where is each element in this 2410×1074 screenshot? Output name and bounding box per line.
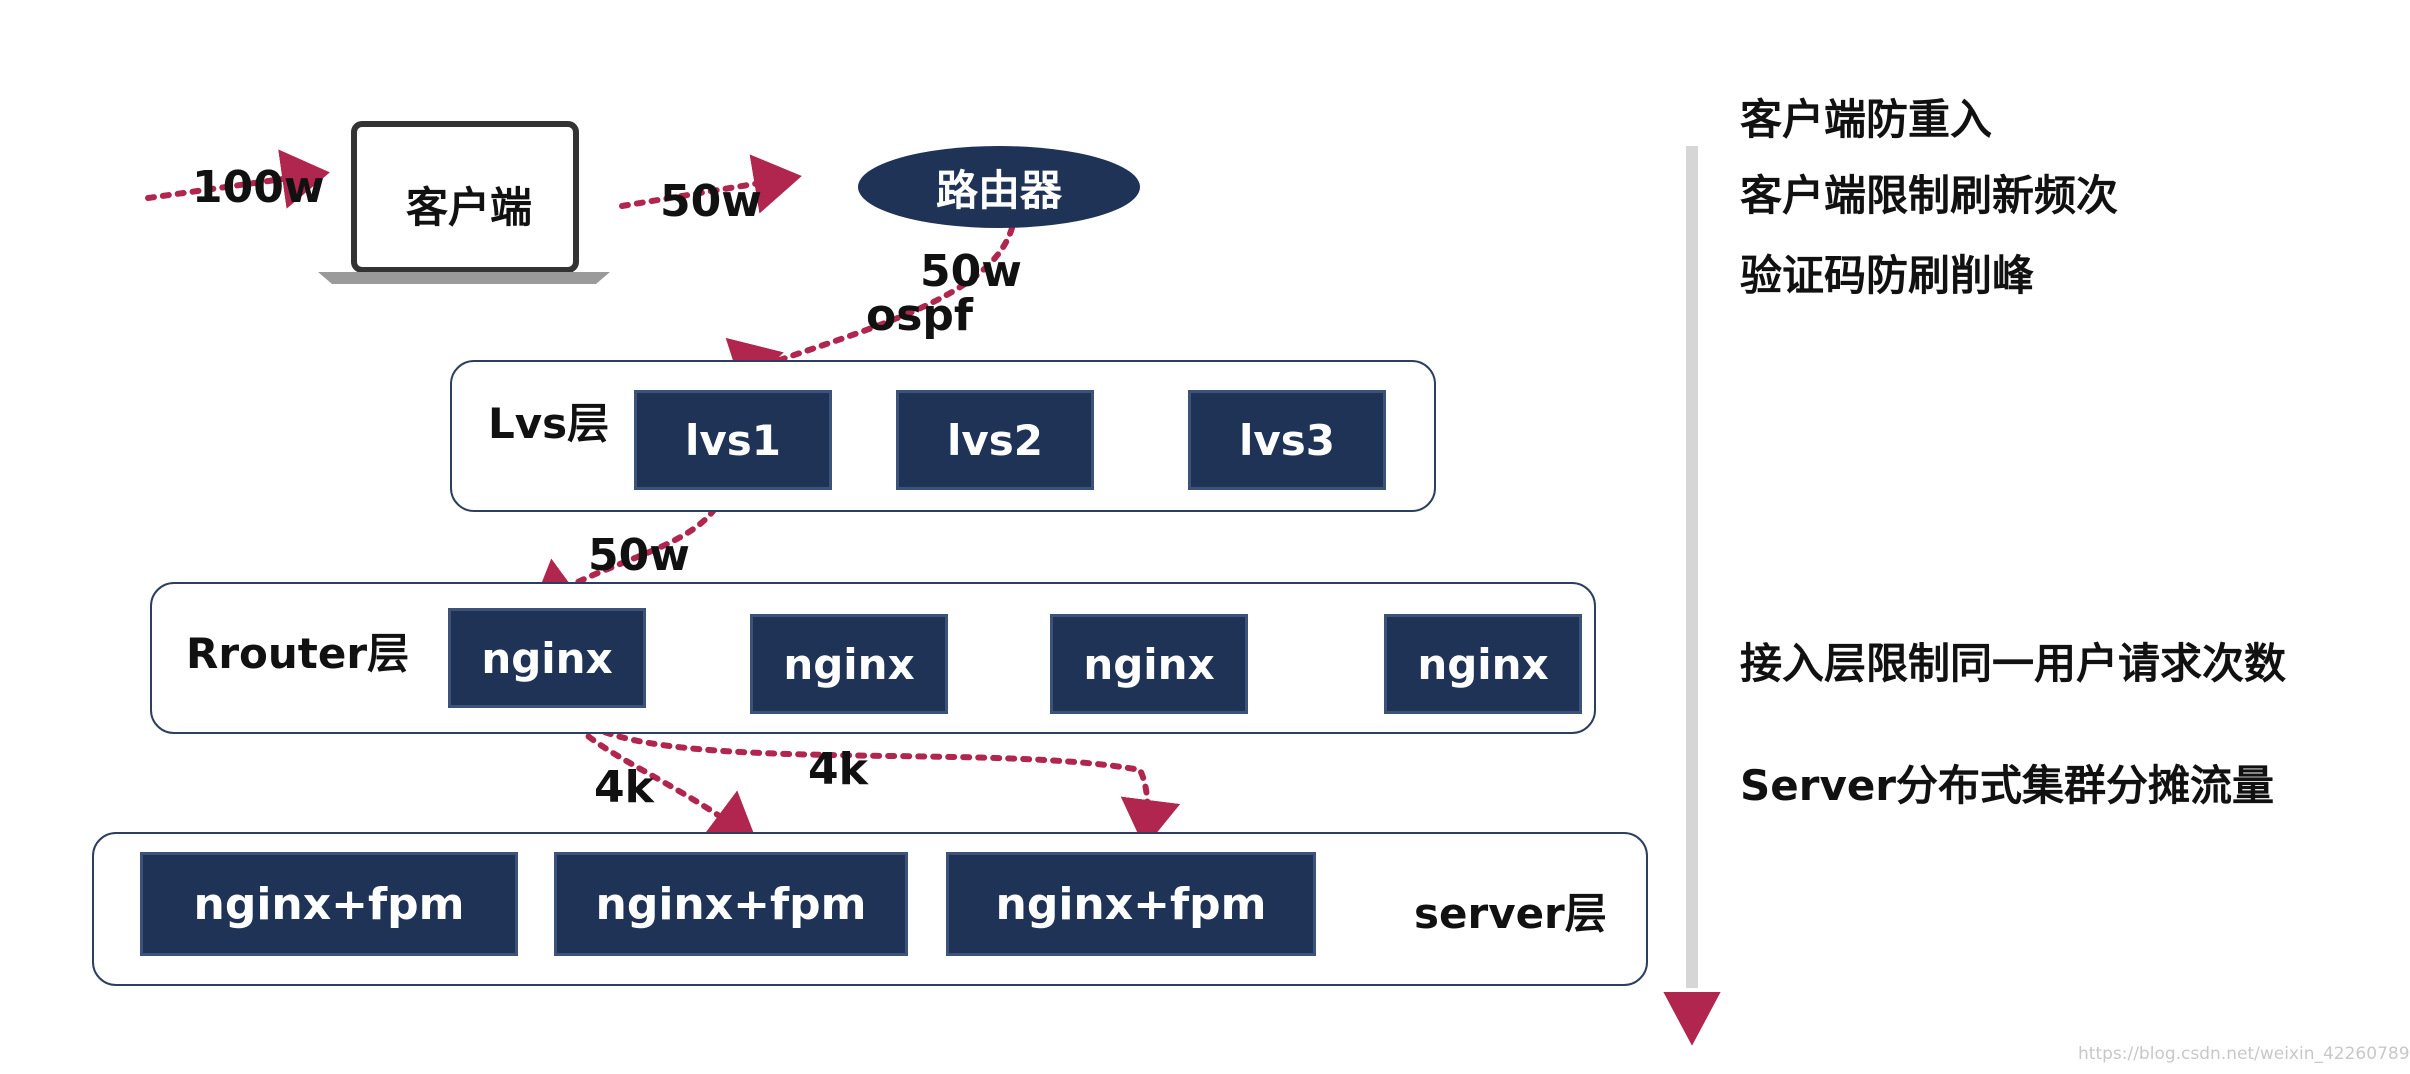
- lvs-node-3: lvs3: [1188, 390, 1386, 490]
- protocol-label: ospf: [866, 290, 974, 341]
- nginx-node-3: nginx: [1050, 614, 1248, 714]
- nginx-node-1: nginx: [448, 608, 646, 708]
- lvs-node-2: lvs2: [896, 390, 1094, 490]
- flow-label-into-client: 100w: [192, 162, 325, 213]
- note-client-2: 客户端限制刷新频次: [1740, 171, 2119, 220]
- server-node-1: nginx+fpm: [140, 852, 518, 956]
- arrow-client-to-router: [619, 154, 802, 214]
- server-layer-label: server层: [1414, 889, 1607, 938]
- server-node-3: nginx+fpm: [946, 852, 1316, 956]
- note-client-3: 验证码防刷削峰: [1740, 251, 2035, 300]
- flow-label-server-2: 4k: [808, 744, 868, 795]
- arrow-nginx-to-server-2: [567, 703, 1181, 848]
- router-label: 路由器: [935, 165, 1062, 215]
- nginx-node-4: nginx: [1384, 614, 1582, 714]
- server-node-2: nginx+fpm: [554, 852, 908, 956]
- router-layer-label: Rrouter层: [186, 629, 410, 678]
- note-access-layer: 接入层限制同一用户请求次数: [1740, 639, 2287, 688]
- watermark: https://blog.csdn.net/weixin_42260789: [2078, 1044, 2410, 1064]
- note-client-1: 客户端防重入: [1740, 95, 1993, 144]
- nginx-node-2: nginx: [750, 614, 948, 714]
- flow-label-client-router: 50w: [660, 176, 762, 227]
- laptop-icon: [318, 121, 610, 284]
- lvs-node-1: lvs1: [634, 390, 832, 490]
- note-server: Server分布式集群分摊流量: [1740, 761, 2275, 810]
- arrow-into-client: [145, 149, 330, 209]
- router-node: 路由器: [858, 146, 1140, 228]
- lvs-layer-label: Lvs层: [488, 399, 610, 448]
- flow-label-server-1: 4k: [594, 762, 654, 813]
- flow-label-lvs-nginx: 50w: [588, 530, 690, 581]
- timeline-arrow: [1656, 146, 1728, 1055]
- client-label: 客户端: [406, 183, 533, 232]
- flow-label-router-lvs: 50w: [920, 246, 1022, 297]
